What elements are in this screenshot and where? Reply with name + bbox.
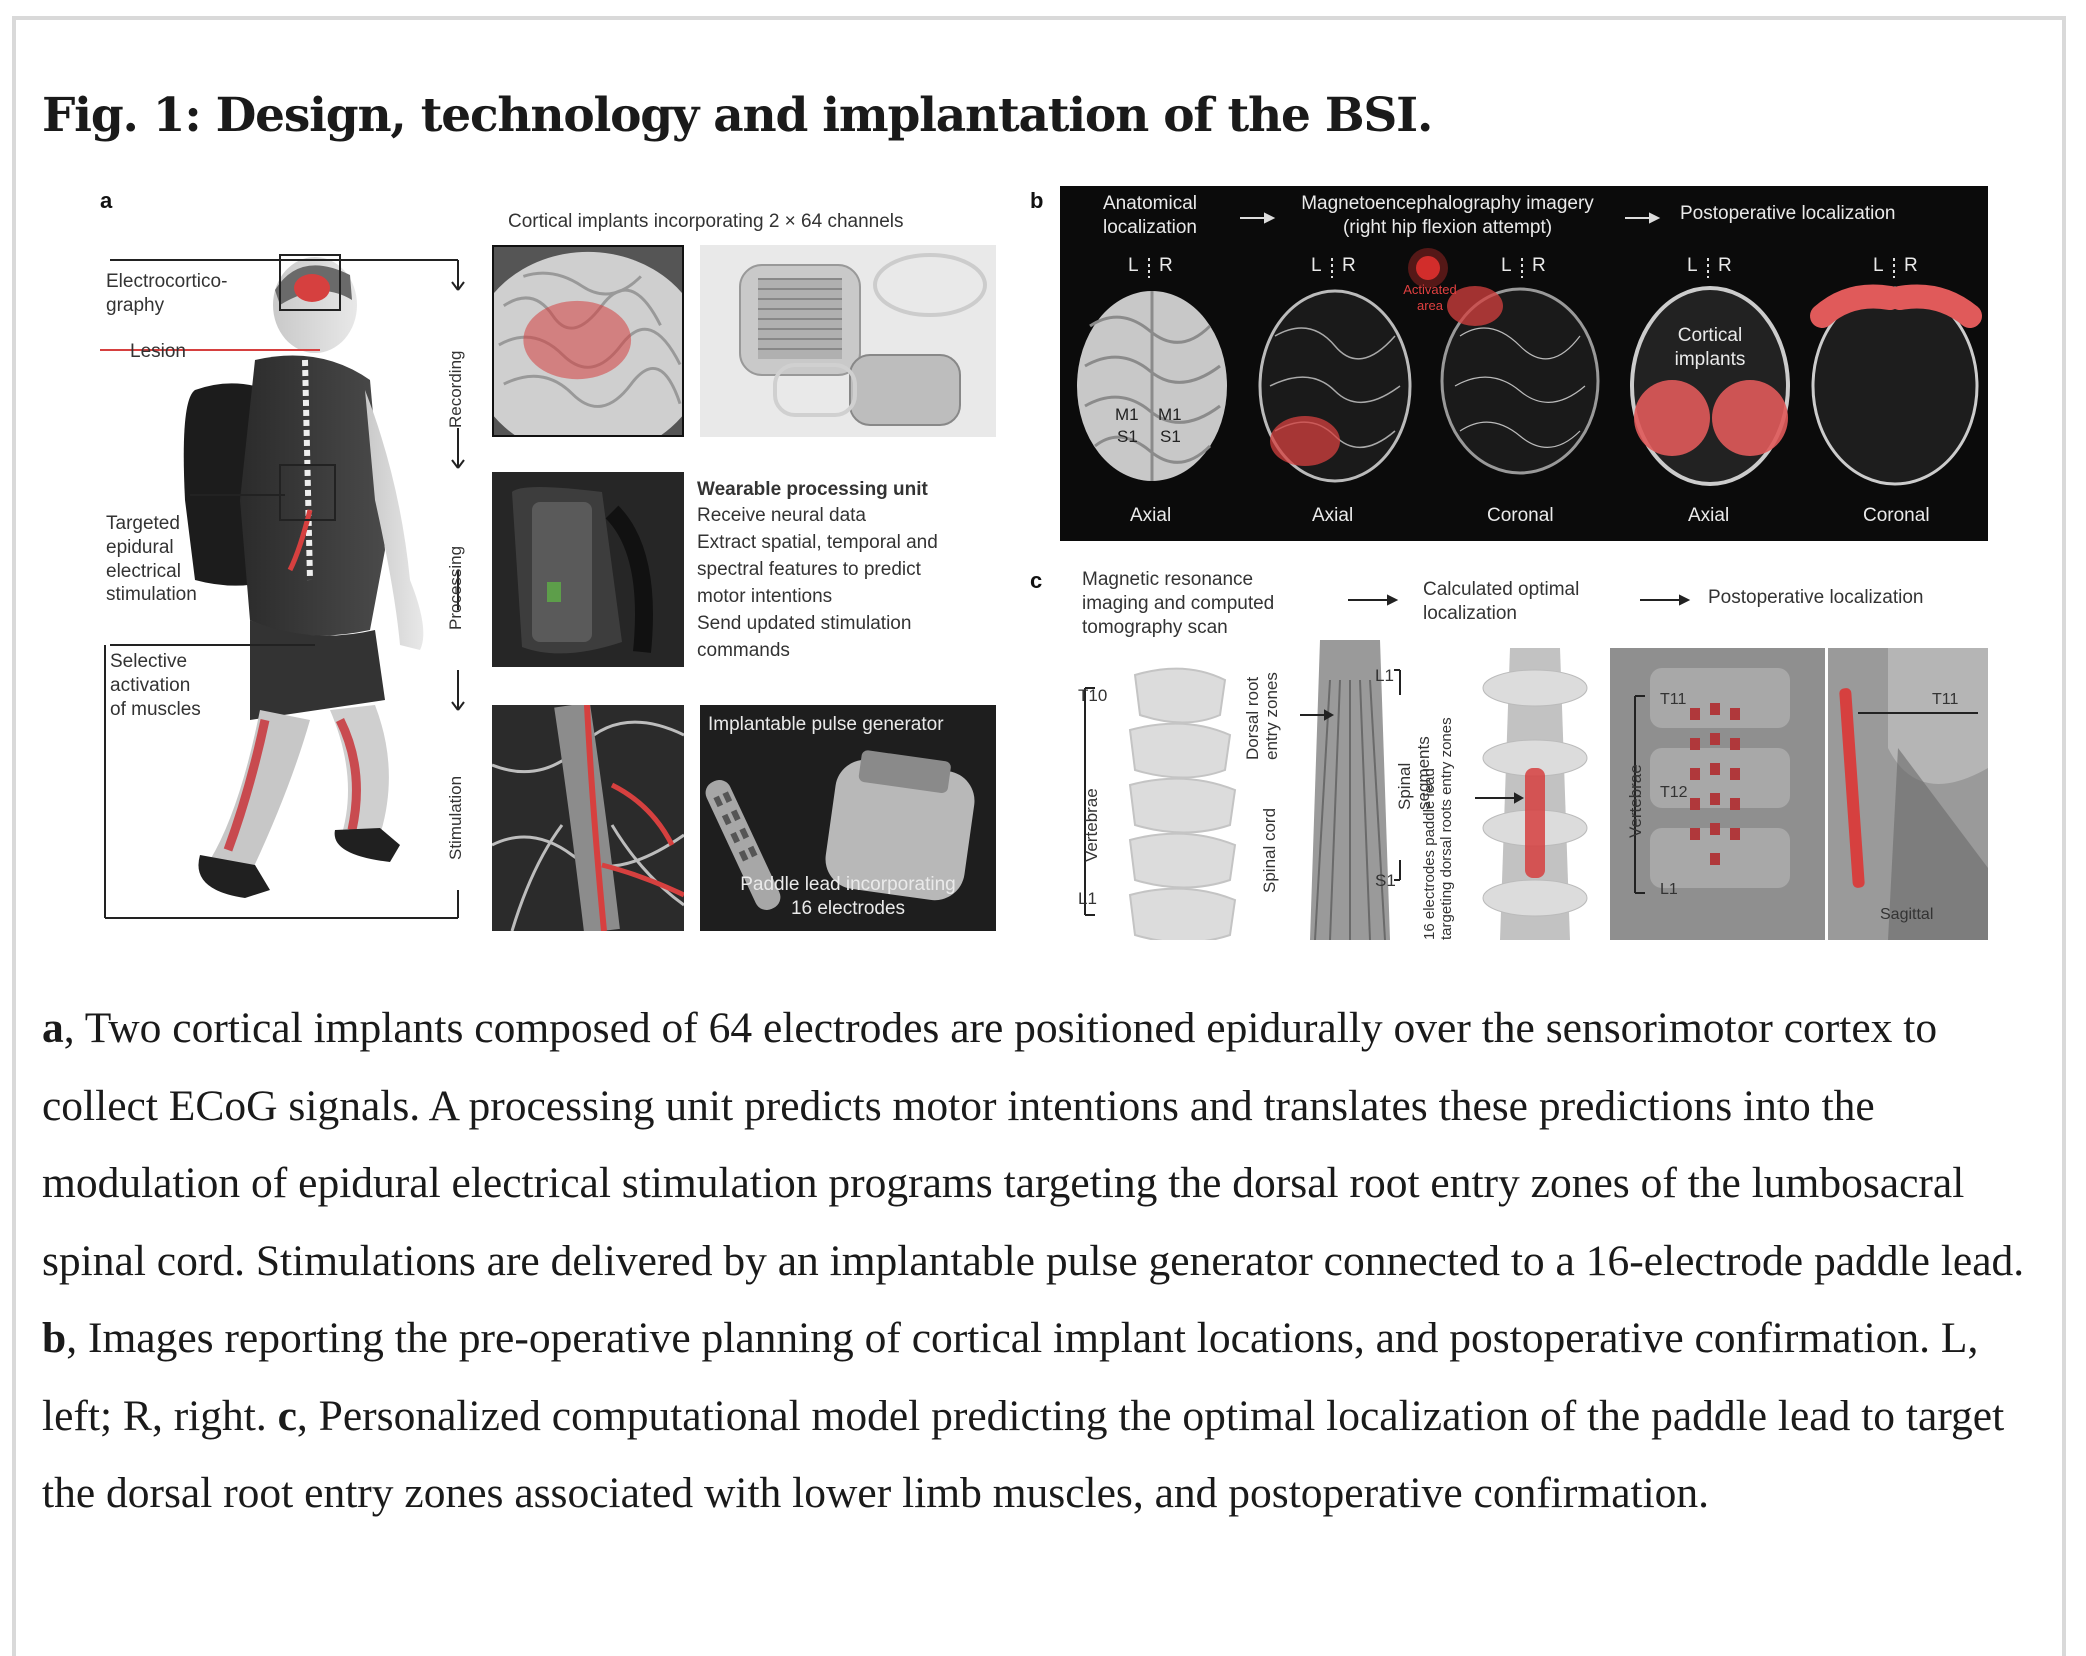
optimal-paddle-placement-illustration [1475, 648, 1595, 940]
m1-left-label: M1 [1115, 405, 1139, 424]
stage-label-recording: Recording [446, 350, 465, 429]
figure-frame [12, 16, 2066, 1656]
lr-right-4: R [1718, 255, 1732, 276]
lr-left-4: L [1687, 255, 1698, 276]
panel-a-label: a [100, 188, 113, 213]
vertebrae-scan-illustration [1075, 660, 1275, 940]
lr-right-1: R [1159, 255, 1173, 276]
t11-label-sagittal: T11 [1932, 691, 1959, 708]
spinal-cord-segments-illustration [1270, 640, 1430, 940]
s1-right-label: S1 [1160, 427, 1181, 446]
ipg-device-illustration [705, 750, 975, 910]
postop-xray-sagittal [1828, 648, 1988, 940]
postop-localization-header-b: Postoperative localization [1680, 203, 1896, 224]
meg-header: Magnetoencephalography imagery (right hi… [1301, 193, 1594, 238]
lr-right-2: R [1342, 255, 1356, 276]
view-label-2: Axial [1312, 505, 1354, 526]
wearable-line-2: Extract spatial, temporal and [697, 532, 938, 553]
cortical-implants-header: Cortical implants incorporating 2 × 64 c… [508, 211, 904, 232]
stage-label-stimulation: Stimulation [446, 775, 465, 860]
paddle-lead-vertical-label: 16 electrodes paddle lead targeting dors… [1421, 717, 1455, 940]
activated-area-label: Activated area [1403, 282, 1457, 314]
t11-label-frontal: T11 [1660, 691, 1687, 708]
lr-left-2: L [1311, 255, 1322, 276]
caption-a-text: , Two cortical implants composed of 64 e… [42, 1004, 2025, 1285]
calculated-optimal-header: Calculated optimal localization [1423, 579, 1580, 624]
panel-b-brain-imaging: Anatomical localization Magnetoencephalo… [1060, 186, 1988, 541]
t12-label-frontal: T12 [1660, 784, 1688, 801]
m1-right-label: M1 [1158, 405, 1182, 424]
view-label-3: Coronal [1487, 505, 1554, 526]
label-lesion: Lesion [130, 341, 186, 362]
view-label-1: Axial [1130, 505, 1172, 526]
lr-left-3: L [1501, 255, 1512, 276]
spinal-cord-stimulation-photo [492, 705, 684, 931]
cortical-implant-device-photo [700, 245, 996, 437]
panel-a-bracket-lines [100, 259, 465, 919]
cortical-implants-label-b: Cortical implants [1674, 325, 1746, 370]
caption-c-label: c [277, 1391, 297, 1440]
brain-implant-photo [492, 245, 684, 437]
paddle-lead-label: Paddle lead incorporating 16 electrodes [740, 874, 956, 919]
view-label-5: Coronal [1863, 505, 1930, 526]
mri-ct-header: Magnetic resonance imaging and computed … [1082, 569, 1275, 638]
walking-person-illustration [183, 254, 424, 898]
l1-label-c1: L1 [1078, 889, 1097, 908]
anatomical-localization-header: Anatomical localization [1103, 193, 1197, 238]
caption-b-text: , Images reporting the pre-operative pla… [42, 1314, 1979, 1440]
wearable-unit-title: Wearable processing unit [697, 479, 928, 500]
ipg-label: Implantable pulse generator [708, 714, 944, 735]
spinal-cord-label: Spinal cord [1260, 807, 1279, 893]
panel-b-label: b [1030, 188, 1044, 213]
t10-label: T10 [1078, 686, 1108, 705]
l1-label-frontal: L1 [1660, 881, 1678, 898]
wearable-line-5: Send updated stimulation [697, 613, 912, 634]
dorsal-root-entry-label: Dorsal root entry zones [1243, 672, 1281, 760]
figure-title: Fig. 1: Design, technology and implantat… [42, 88, 1433, 143]
postop-localization-header-c: Postoperative localization [1708, 587, 1924, 608]
wearable-line-4: motor intentions [697, 586, 833, 607]
ipg-photo: Implantable pulse generator Paddle lead … [700, 705, 996, 931]
lr-right-3: R [1532, 255, 1546, 276]
figure-caption: a, Two cortical implants composed of 64 … [42, 990, 2047, 1533]
s1-label-c: S1 [1375, 871, 1396, 890]
caption-a-label: a [42, 1004, 64, 1052]
view-label-4: Axial [1688, 505, 1730, 526]
caption-b-label: b [42, 1314, 67, 1362]
panel-c-label: c [1030, 568, 1043, 593]
lr-left-1: L [1128, 255, 1139, 276]
vertebrae-label-2: Vertebrae [1626, 764, 1645, 838]
wearable-unit-photo [492, 472, 684, 667]
sagittal-label: Sagittal [1880, 906, 1934, 923]
s1-left-label: S1 [1117, 427, 1138, 446]
lr-left-5: L [1873, 255, 1884, 276]
caption-c-text: , Personalized computational model predi… [42, 1391, 2005, 1518]
wearable-line-3: spectral features to predict [697, 559, 921, 580]
panel-c-arrows [1348, 594, 1691, 606]
brain-scans-illustration [1077, 212, 1982, 486]
label-selective-activation: Selective activation of muscles [110, 651, 201, 720]
stage-label-processing: Processing [446, 545, 465, 630]
wearable-line-1: Receive neural data [697, 505, 866, 526]
label-targeted-stimulation: Targeted epidural electrical stimulation [106, 513, 197, 606]
postop-xray-frontal [1610, 648, 1825, 940]
lr-right-5: R [1904, 255, 1918, 276]
label-ecog: Electrocortico- graphy [106, 271, 228, 316]
wearable-line-6: commands [697, 640, 790, 661]
vertebrae-label-1: Vertebrae [1082, 788, 1101, 862]
l1-label-c2: L1 [1375, 666, 1394, 685]
